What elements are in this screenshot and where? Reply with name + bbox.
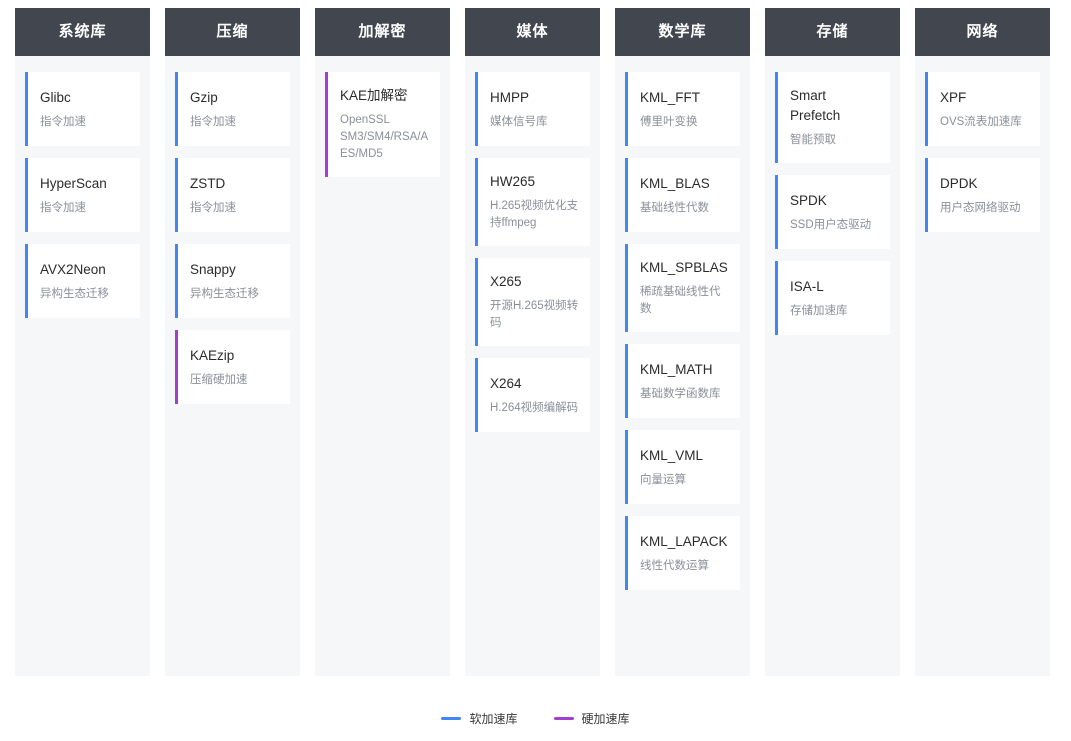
library-card-description: 傅里叶变换	[640, 115, 698, 128]
library-card-title: DPDK	[940, 175, 978, 191]
library-card[interactable]: SPDK SSD用户态驱动	[775, 175, 890, 249]
library-card[interactable]: Gzip 指令加速	[175, 72, 290, 146]
library-card[interactable]: KML_VML 向量运算	[625, 430, 740, 504]
library-card[interactable]: KML_BLAS 基础线性代数	[625, 158, 740, 232]
category-header[interactable]: 网络	[915, 8, 1050, 56]
library-card-description: 压缩硬加速	[190, 373, 248, 386]
library-card[interactable]: KAE加解密 OpenSSL SM3/SM4/RSA/AES/MD5	[325, 72, 440, 177]
library-card-description: 存储加速库	[790, 304, 848, 317]
category-card-list: Glibc 指令加速 HyperScan 指令加速 AVX2Neon 异构生态迁移	[15, 56, 150, 676]
library-card-description: 开源H.265视频转码	[490, 300, 579, 329]
library-card-title: HW265	[490, 174, 536, 189]
legend-swatch-icon	[441, 717, 462, 720]
library-card-title: X264	[490, 375, 522, 391]
library-card-title: XPF	[940, 89, 967, 105]
legend-label: 软加速库	[469, 712, 518, 726]
library-card[interactable]: Smart Prefetch 智能预取	[775, 72, 890, 163]
legend-item[interactable]: 软加速库	[441, 710, 518, 727]
library-card-title: KML_BLAS	[640, 175, 710, 191]
legend: 软加速库 硬加速库	[0, 710, 1071, 727]
library-card-description: OpenSSL SM3/SM4/RSA/AES/MD5	[340, 114, 429, 160]
category-column: 加解密 KAE加解密 OpenSSL SM3/SM4/RSA/AES/MD5	[315, 8, 450, 676]
library-card-title: Snappy	[190, 261, 236, 277]
library-card-title: X265	[490, 274, 522, 289]
category-column: 压缩 Gzip 指令加速 ZSTD 指令加速 Snappy 异构生态迁移 KAEzip 压缩硬加…	[165, 8, 300, 676]
library-card[interactable]: XPF OVS流表加速库	[925, 72, 1040, 146]
category-column: 网络 XPF OVS流表加速库 DPDK 用户态网络驱动	[915, 8, 1050, 676]
library-card-description: 向量运算	[640, 473, 686, 486]
library-card[interactable]: KML_MATH 基础数学函数库	[625, 344, 740, 418]
library-card-title: Gzip	[190, 89, 218, 105]
library-card[interactable]: HMPP 媒体信号库	[475, 72, 590, 146]
library-card-title: SPDK	[790, 192, 827, 208]
library-card[interactable]: X265 开源H.265视频转码	[475, 258, 590, 346]
library-card-description: 线性代数运算	[640, 559, 709, 572]
library-card-title: ZSTD	[190, 175, 226, 191]
library-card-title: KML_VML	[640, 447, 704, 463]
legend-item[interactable]: 硬加速库	[553, 710, 630, 727]
library-card-description: 指令加速	[190, 201, 236, 214]
library-card[interactable]: KML_LAPACK 线性代数运算	[625, 516, 740, 590]
category-header[interactable]: 存储	[765, 8, 900, 56]
category-card-list: Gzip 指令加速 ZSTD 指令加速 Snappy 异构生态迁移 KAEzip 压缩硬加速	[165, 56, 300, 676]
category-column: 系统库 Glibc 指令加速 HyperScan 指令加速 AVX2Neon 异构生态迁移	[15, 8, 150, 676]
category-card-list: KML_FFT 傅里叶变换 KML_BLAS 基础线性代数 KML_SPBLAS 稀疏基础…	[615, 56, 750, 676]
category-header[interactable]: 加解密	[315, 8, 450, 56]
category-card-list: KAE加解密 OpenSSL SM3/SM4/RSA/AES/MD5	[315, 56, 450, 676]
library-card-description: OVS流表加速库	[940, 115, 1022, 128]
category-header[interactable]: 媒体	[465, 8, 600, 56]
library-card-title: HMPP	[490, 89, 530, 105]
category-column: 数学库 KML_FFT 傅里叶变换 KML_BLAS 基础线性代数 KML_SPBLAS 稀…	[615, 8, 750, 676]
library-card[interactable]: ZSTD 指令加速	[175, 158, 290, 232]
library-card-title: Smart Prefetch	[790, 88, 841, 123]
library-card[interactable]: KML_SPBLAS 稀疏基础线性代数	[625, 244, 740, 332]
library-card-title: KAE加解密	[340, 88, 408, 103]
library-card-title: KML_LAPACK	[640, 533, 728, 549]
library-card[interactable]: KAEzip 压缩硬加速	[175, 330, 290, 404]
library-card-description: H.265视频优化支持ffmpeg	[490, 200, 579, 229]
library-card-title: KML_MATH	[640, 361, 713, 377]
library-card[interactable]: Glibc 指令加速	[25, 72, 140, 146]
library-card-description: SSD用户态驱动	[790, 218, 872, 231]
category-card-list: XPF OVS流表加速库 DPDK 用户态网络驱动	[915, 56, 1050, 676]
library-card-description: 智能预取	[790, 134, 836, 146]
library-card[interactable]: DPDK 用户态网络驱动	[925, 158, 1040, 232]
library-card-description: 指令加速	[40, 201, 86, 214]
library-card-title: HyperScan	[40, 175, 107, 191]
library-card-description: 稀疏基础线性代数	[640, 286, 721, 315]
library-card-title: ISA-L	[790, 278, 824, 294]
library-card-description: 指令加速	[40, 115, 86, 128]
category-header[interactable]: 压缩	[165, 8, 300, 56]
library-card-title: Glibc	[40, 89, 71, 105]
library-card-title: KML_SPBLAS	[640, 260, 728, 275]
library-card-description: 基础数学函数库	[640, 387, 721, 400]
library-card-title: KML_FFT	[640, 89, 701, 105]
library-card[interactable]: Snappy 异构生态迁移	[175, 244, 290, 318]
library-card-description: 异构生态迁移	[40, 287, 109, 300]
category-header[interactable]: 数学库	[615, 8, 750, 56]
library-card-description: H.264视频编解码	[490, 401, 579, 414]
library-card-description: 指令加速	[190, 115, 236, 128]
library-card[interactable]: ISA-L 存储加速库	[775, 261, 890, 335]
library-card-description: 用户态网络驱动	[940, 201, 1021, 214]
category-card-list: Smart Prefetch 智能预取 SPDK SSD用户态驱动 ISA-L 存储加速库	[765, 56, 900, 676]
library-card-description: 异构生态迁移	[190, 287, 259, 300]
category-header[interactable]: 系统库	[15, 8, 150, 56]
library-card[interactable]: HyperScan 指令加速	[25, 158, 140, 232]
legend-label: 硬加速库	[581, 712, 630, 726]
library-card[interactable]: KML_FFT 傅里叶变换	[625, 72, 740, 146]
library-card-description: 基础线性代数	[640, 201, 709, 214]
legend-swatch-icon	[553, 717, 574, 720]
library-card-description: 媒体信号库	[490, 115, 548, 128]
category-column: 存储 Smart Prefetch 智能预取 SPDK SSD用户态驱动 ISA-L 存储加…	[765, 8, 900, 676]
library-card-title: AVX2Neon	[40, 261, 106, 277]
library-card[interactable]: AVX2Neon 异构生态迁移	[25, 244, 140, 318]
library-card-title: KAEzip	[190, 347, 235, 363]
